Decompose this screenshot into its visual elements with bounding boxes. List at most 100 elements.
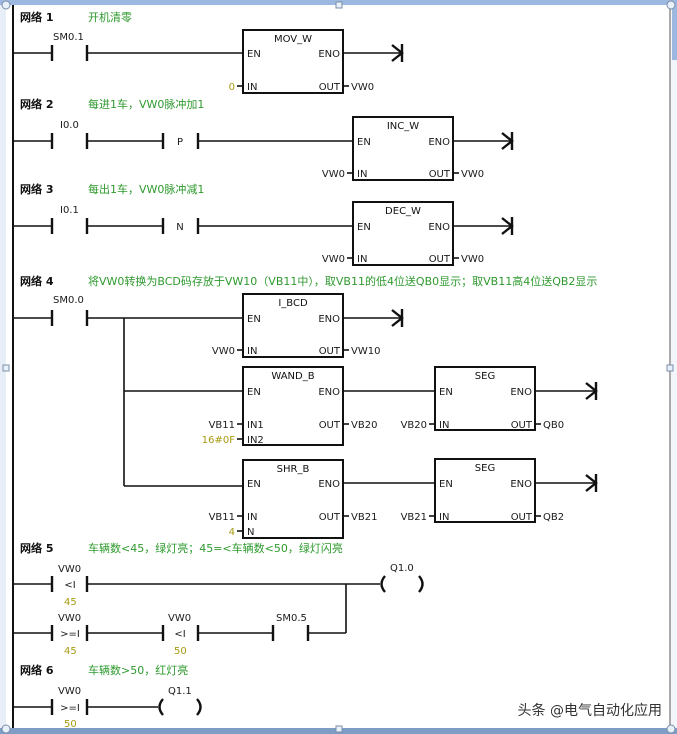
resize-handle-left[interactable] — [2, 364, 10, 372]
frame-right-accent — [672, 5, 677, 60]
pin-eno: ENO — [318, 314, 340, 325]
input-value: VB21 — [401, 512, 427, 523]
compare-contact-lt[interactable]: <I — [161, 625, 200, 641]
instruction-box-seg[interactable]: SEG EN ENO IN OUT — [434, 458, 536, 523]
output-value: VB20 — [351, 420, 377, 431]
instruction-box-inc-w[interactable]: INC_W EN ENO IN OUT — [352, 116, 454, 181]
box-name: SEG — [475, 463, 495, 474]
edge-symbol: P — [177, 137, 183, 148]
eno-arrow-icon — [391, 309, 404, 327]
contact-address: I0.0 — [60, 120, 79, 131]
positive-edge-contact[interactable]: P — [161, 133, 200, 149]
network-comment: 每进1车，VW0脉冲加1 — [88, 97, 204, 111]
input-value: 4 — [229, 527, 235, 538]
no-contact[interactable] — [50, 45, 89, 61]
pin-eno: ENO — [428, 222, 450, 233]
pin-in: IN — [247, 512, 257, 523]
coil-address: Q1.1 — [168, 686, 192, 697]
resize-handle-top-left[interactable] — [1, 0, 11, 10]
resize-handle-bottom[interactable] — [335, 725, 343, 733]
eno-arrow-icon — [501, 217, 514, 235]
compare-contact-ge[interactable]: >=I — [50, 625, 89, 641]
compare-contact-lt[interactable]: <I — [50, 576, 89, 592]
pin-out: OUT — [429, 169, 451, 180]
frame-right-edge — [671, 5, 677, 728]
compare-operand: 50 — [174, 646, 187, 657]
compare-symbol: >=I — [60, 629, 80, 640]
instruction-box-seg[interactable]: SEG EN ENO IN OUT — [434, 366, 536, 431]
eno-arrow-icon — [585, 474, 598, 492]
compare-operand: 50 — [64, 719, 77, 730]
contact-address: VW0 — [58, 564, 81, 575]
input-value: VB11 — [209, 512, 235, 523]
no-contact[interactable] — [271, 625, 310, 641]
compare-symbol: <I — [174, 629, 185, 640]
resize-handle-bottom-left[interactable] — [1, 724, 11, 734]
eno-arrow-icon — [391, 44, 404, 62]
coil-address: Q1.0 — [390, 563, 414, 574]
edge-symbol: N — [176, 222, 183, 233]
output-coil[interactable] — [158, 698, 202, 716]
pin-out: OUT — [319, 512, 341, 523]
output-coil[interactable] — [380, 575, 424, 593]
compare-symbol: <I — [64, 580, 75, 591]
no-contact[interactable] — [50, 133, 89, 149]
pin-en: EN — [247, 314, 261, 325]
instruction-box-wand-b[interactable]: WAND_B EN ENO IN1 IN2 OUT — [242, 366, 344, 446]
resize-handle-right[interactable] — [666, 364, 674, 372]
pin-eno: ENO — [318, 387, 340, 398]
network-5: 网络 5 车辆数<45，绿灯亮；45=<车辆数<50，绿灯闪亮 VW0 <I 4… — [13, 541, 424, 657]
network-3: 网络 3 每出1车，VW0脉冲减1 I0.1 N DEC_W EN ENO IN… — [13, 182, 514, 266]
box-name: SHR_B — [277, 464, 310, 475]
pin-eno: ENO — [510, 479, 532, 490]
output-value: QB0 — [543, 420, 564, 431]
network-title: 网络 3 — [20, 182, 53, 196]
network-title: 网络 4 — [20, 274, 54, 288]
box-name: SEG — [475, 371, 495, 382]
resize-handle-top[interactable] — [335, 1, 343, 9]
output-value: VW0 — [351, 82, 374, 93]
no-contact[interactable] — [50, 310, 89, 326]
input-value: VB20 — [401, 420, 427, 431]
instruction-box-mov-w[interactable]: MOV_W EN ENO IN OUT — [242, 29, 344, 94]
resize-handle-top-right[interactable] — [666, 0, 676, 10]
network-2: 网络 2 每进1车，VW0脉冲加1 I0.0 P INC_W EN ENO IN… — [13, 97, 514, 181]
contact-address: VW0 — [58, 613, 81, 624]
output-value: VW10 — [351, 346, 380, 357]
contact-address: SM0.5 — [276, 613, 307, 624]
instruction-box-shr-b[interactable]: SHR_B EN ENO IN N OUT — [242, 459, 344, 539]
compare-contact-ge[interactable]: >=I — [50, 699, 89, 715]
output-value: VW0 — [461, 169, 484, 180]
input-value: VW0 — [322, 169, 345, 180]
pin-in: IN — [247, 82, 257, 93]
pin-out: OUT — [319, 420, 341, 431]
contact-address: I0.1 — [60, 205, 79, 216]
box-name: INC_W — [387, 121, 419, 132]
pin-eno: ENO — [428, 137, 450, 148]
pin-n: N — [247, 527, 254, 538]
input-value: VW0 — [212, 346, 235, 357]
pin-in: IN — [439, 512, 449, 523]
network-comment: 开机清零 — [88, 10, 132, 24]
output-value: VW0 — [461, 254, 484, 265]
pin-en: EN — [357, 222, 371, 233]
output-value: VB21 — [351, 512, 377, 523]
instruction-box-dec-w[interactable]: DEC_W EN ENO IN OUT — [352, 201, 454, 266]
network-comment: 车辆数>50，红灯亮 — [88, 663, 188, 677]
input-value: VB11 — [209, 420, 235, 431]
pin-en: EN — [357, 137, 371, 148]
network-6: 网络 6 车辆数>50，红灯亮 VW0 >=I 50 Q1.1 — [13, 663, 202, 730]
network-title: 网络 1 — [20, 10, 53, 24]
negative-edge-contact[interactable]: N — [161, 218, 200, 234]
no-contact[interactable] — [50, 218, 89, 234]
instruction-box-i-bcd[interactable]: I_BCD EN ENO IN OUT — [242, 293, 344, 358]
pin-in: IN — [357, 254, 367, 265]
resize-handle-bottom-right[interactable] — [666, 724, 676, 734]
contact-address: VW0 — [168, 613, 191, 624]
pin-out: OUT — [511, 420, 533, 431]
pin-eno: ENO — [510, 387, 532, 398]
pin-in: IN — [357, 169, 367, 180]
eno-arrow-icon — [501, 132, 514, 150]
box-name: WAND_B — [271, 371, 314, 382]
contact-address: SM0.1 — [53, 32, 84, 43]
